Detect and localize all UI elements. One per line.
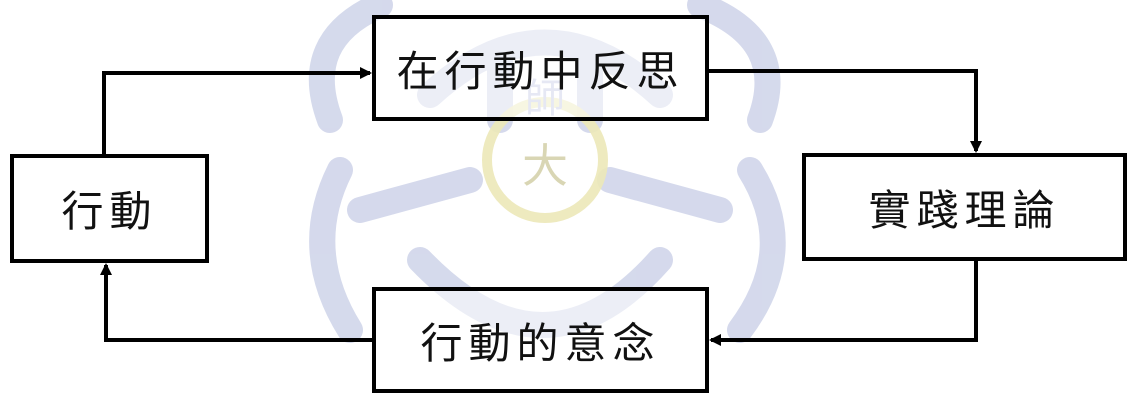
edge-intent-to-action	[100, 263, 372, 342]
node-reflect-in-action: 在行動中反思	[372, 15, 709, 121]
node-action: 行動	[10, 154, 209, 263]
node-action-intent: 行動的意念	[372, 287, 709, 393]
node-reflect-label: 在行動中反思	[396, 46, 685, 96]
edge-theory-to-intent	[709, 261, 978, 346]
node-intent-label: 行動的意念	[420, 318, 661, 368]
edge-action-to-reflect	[102, 67, 372, 154]
node-theory-label: 實踐理論	[868, 185, 1061, 235]
node-theory-in-use: 實踐理論	[802, 153, 1127, 261]
edge-reflect-to-theory	[709, 69, 982, 153]
watermark-text-2: 大	[522, 139, 568, 193]
node-action-label: 行動	[61, 187, 158, 236]
